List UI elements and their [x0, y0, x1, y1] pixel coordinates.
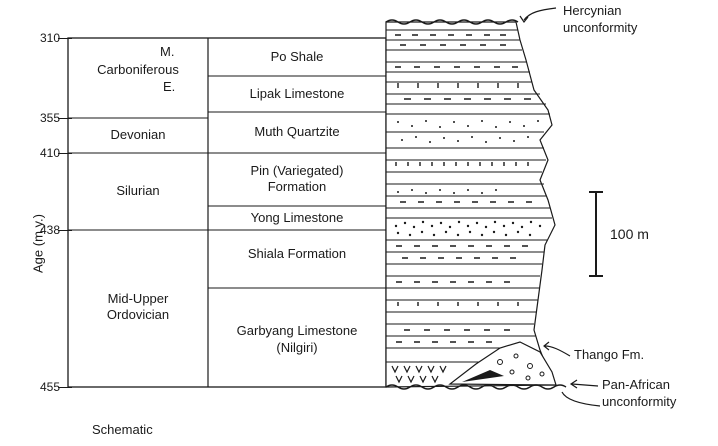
- formation-garbyang-line2: (Nilgiri): [210, 340, 384, 356]
- formation-muth-quartzite: Muth Quartzite: [210, 124, 384, 140]
- scale-bar: [589, 192, 603, 276]
- period-e-label: E.: [163, 79, 175, 95]
- age-tick-mark-310: [58, 38, 72, 39]
- period-silurian: Silurian: [70, 183, 206, 199]
- schematic-caption: Schematic: [92, 422, 153, 438]
- age-tick-mark-438: [58, 230, 72, 231]
- formation-lipak-limestone: Lipak Limestone: [210, 86, 384, 102]
- thango-leader: [545, 346, 570, 356]
- panafrican-label-line2: unconformity: [602, 394, 676, 410]
- panafrican-leader-1: [572, 384, 598, 386]
- age-tick-355: 355: [30, 111, 60, 125]
- age-tick-mark-355: [58, 118, 72, 119]
- formation-garbyang-line1: Garbyang Limestone: [210, 323, 384, 339]
- period-carboniferous: Carboniferous: [70, 62, 206, 78]
- panafrican-leader-2: [562, 392, 600, 406]
- formation-shiala: Shiala Formation: [210, 246, 384, 262]
- formation-yong-limestone: Yong Limestone: [210, 210, 384, 226]
- hercynian-label-line1: Hercynian: [563, 3, 622, 19]
- period-ordovician-line2: Ordovician: [70, 307, 206, 323]
- lithology-column: [386, 20, 566, 389]
- age-tick-mark-410: [58, 153, 72, 154]
- hercynian-leader: [524, 8, 556, 20]
- panafrican-label-line1: Pan-African: [602, 377, 670, 393]
- period-devonian: Devonian: [70, 127, 206, 143]
- formation-pin-line2: Formation: [210, 179, 384, 195]
- age-tick-310: 310: [30, 31, 60, 45]
- period-ordovician-line1: Mid-Upper: [70, 291, 206, 307]
- age-tick-455: 455: [30, 380, 60, 394]
- formation-po-shale: Po Shale: [210, 49, 384, 65]
- scale-bar-label: 100 m: [610, 226, 649, 242]
- age-tick-410: 410: [30, 146, 60, 160]
- hercynian-label-line2: unconformity: [563, 20, 637, 36]
- age-tick-mark-455: [58, 387, 72, 388]
- age-axis-title: Age (m.y.): [31, 204, 46, 284]
- formation-pin-line1: Pin (Variegated): [210, 163, 384, 179]
- age-tick-438: 438: [30, 223, 60, 237]
- thango-label: Thango Fm.: [574, 347, 644, 363]
- period-m-label: M.: [160, 44, 174, 60]
